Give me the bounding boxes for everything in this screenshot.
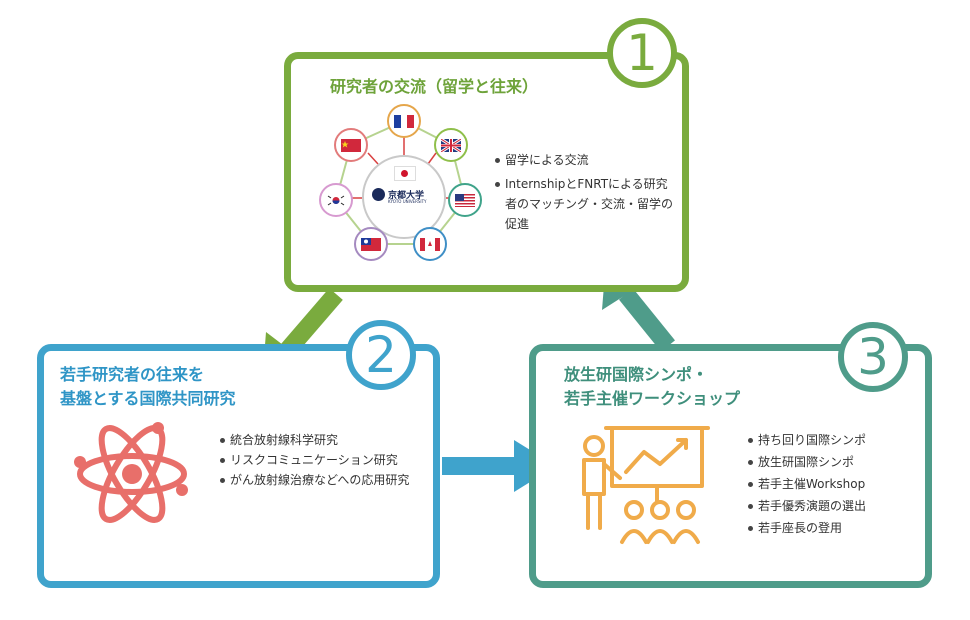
panel-2-list: 統合放射線科学研究 リスクコミュニケーション研究 がん放射線治療などへの応用研究: [220, 430, 410, 490]
panel-1-list: 留学による交流 InternshipとFNRTによる研究者のマッチング・交流・留…: [495, 150, 675, 238]
uk-flag-icon: [434, 128, 468, 162]
panel-1-title: 研究者の交流（留学と往来）: [330, 77, 539, 96]
arrow-3-to-1: [618, 288, 676, 352]
panel-1-item: InternshipとFNRTによる研究者のマッチング・交流・留学の促進: [495, 174, 675, 234]
kyoto-university-name: 京都大学: [388, 191, 425, 201]
panel-2-number: 2: [346, 320, 416, 390]
panel-2-title-line1: 若手研究者の往来を: [60, 365, 205, 384]
panel-3-item: 若手優秀演題の選出: [748, 496, 923, 516]
panel-2-item: がん放射線治療などへの応用研究: [220, 470, 410, 490]
panel-3-item: 若手主催Workshop: [748, 474, 923, 494]
usa-flag-icon: [448, 183, 482, 217]
kyoto-university-sub: KYOTO UNIVERSITY: [388, 199, 427, 204]
panel-3-number: 3: [838, 322, 908, 392]
presenter-icon: [582, 426, 710, 544]
panel-3-list: 持ち回り国際シンポ 放生研国際シンポ 若手主催Workshop 若手優秀演題の選…: [748, 430, 923, 540]
panel-2-item: リスクコミュニケーション研究: [220, 450, 410, 470]
panel-2-item: 統合放射線科学研究: [220, 430, 410, 450]
panel-3-item: 放生研国際シンポ: [748, 452, 923, 472]
panel-1-item: 留学による交流: [495, 150, 675, 170]
canada-flag-icon: [413, 227, 447, 261]
taiwan-flag-icon: [354, 227, 388, 261]
panel-3-item: 若手座長の登用: [748, 518, 923, 538]
japan-flag-icon: [394, 166, 416, 181]
atom-icon: [74, 422, 188, 523]
panel-3-item: 持ち回り国際シンポ: [748, 430, 923, 450]
panel-1-number: 1: [607, 18, 677, 88]
panel-3-title-line2: 若手主催ワークショップ: [564, 389, 741, 408]
kyoto-university-logo-icon: [372, 188, 385, 201]
korea-flag-icon: [319, 183, 353, 217]
china-flag-icon: [334, 128, 368, 162]
france-flag-icon: [387, 104, 421, 138]
panel-3-title-line1: 放生研国際シンポ・: [564, 365, 709, 384]
panel-2-title-line2: 基盤とする国際共同研究: [60, 389, 236, 408]
arrow-1-to-2: [279, 288, 343, 358]
